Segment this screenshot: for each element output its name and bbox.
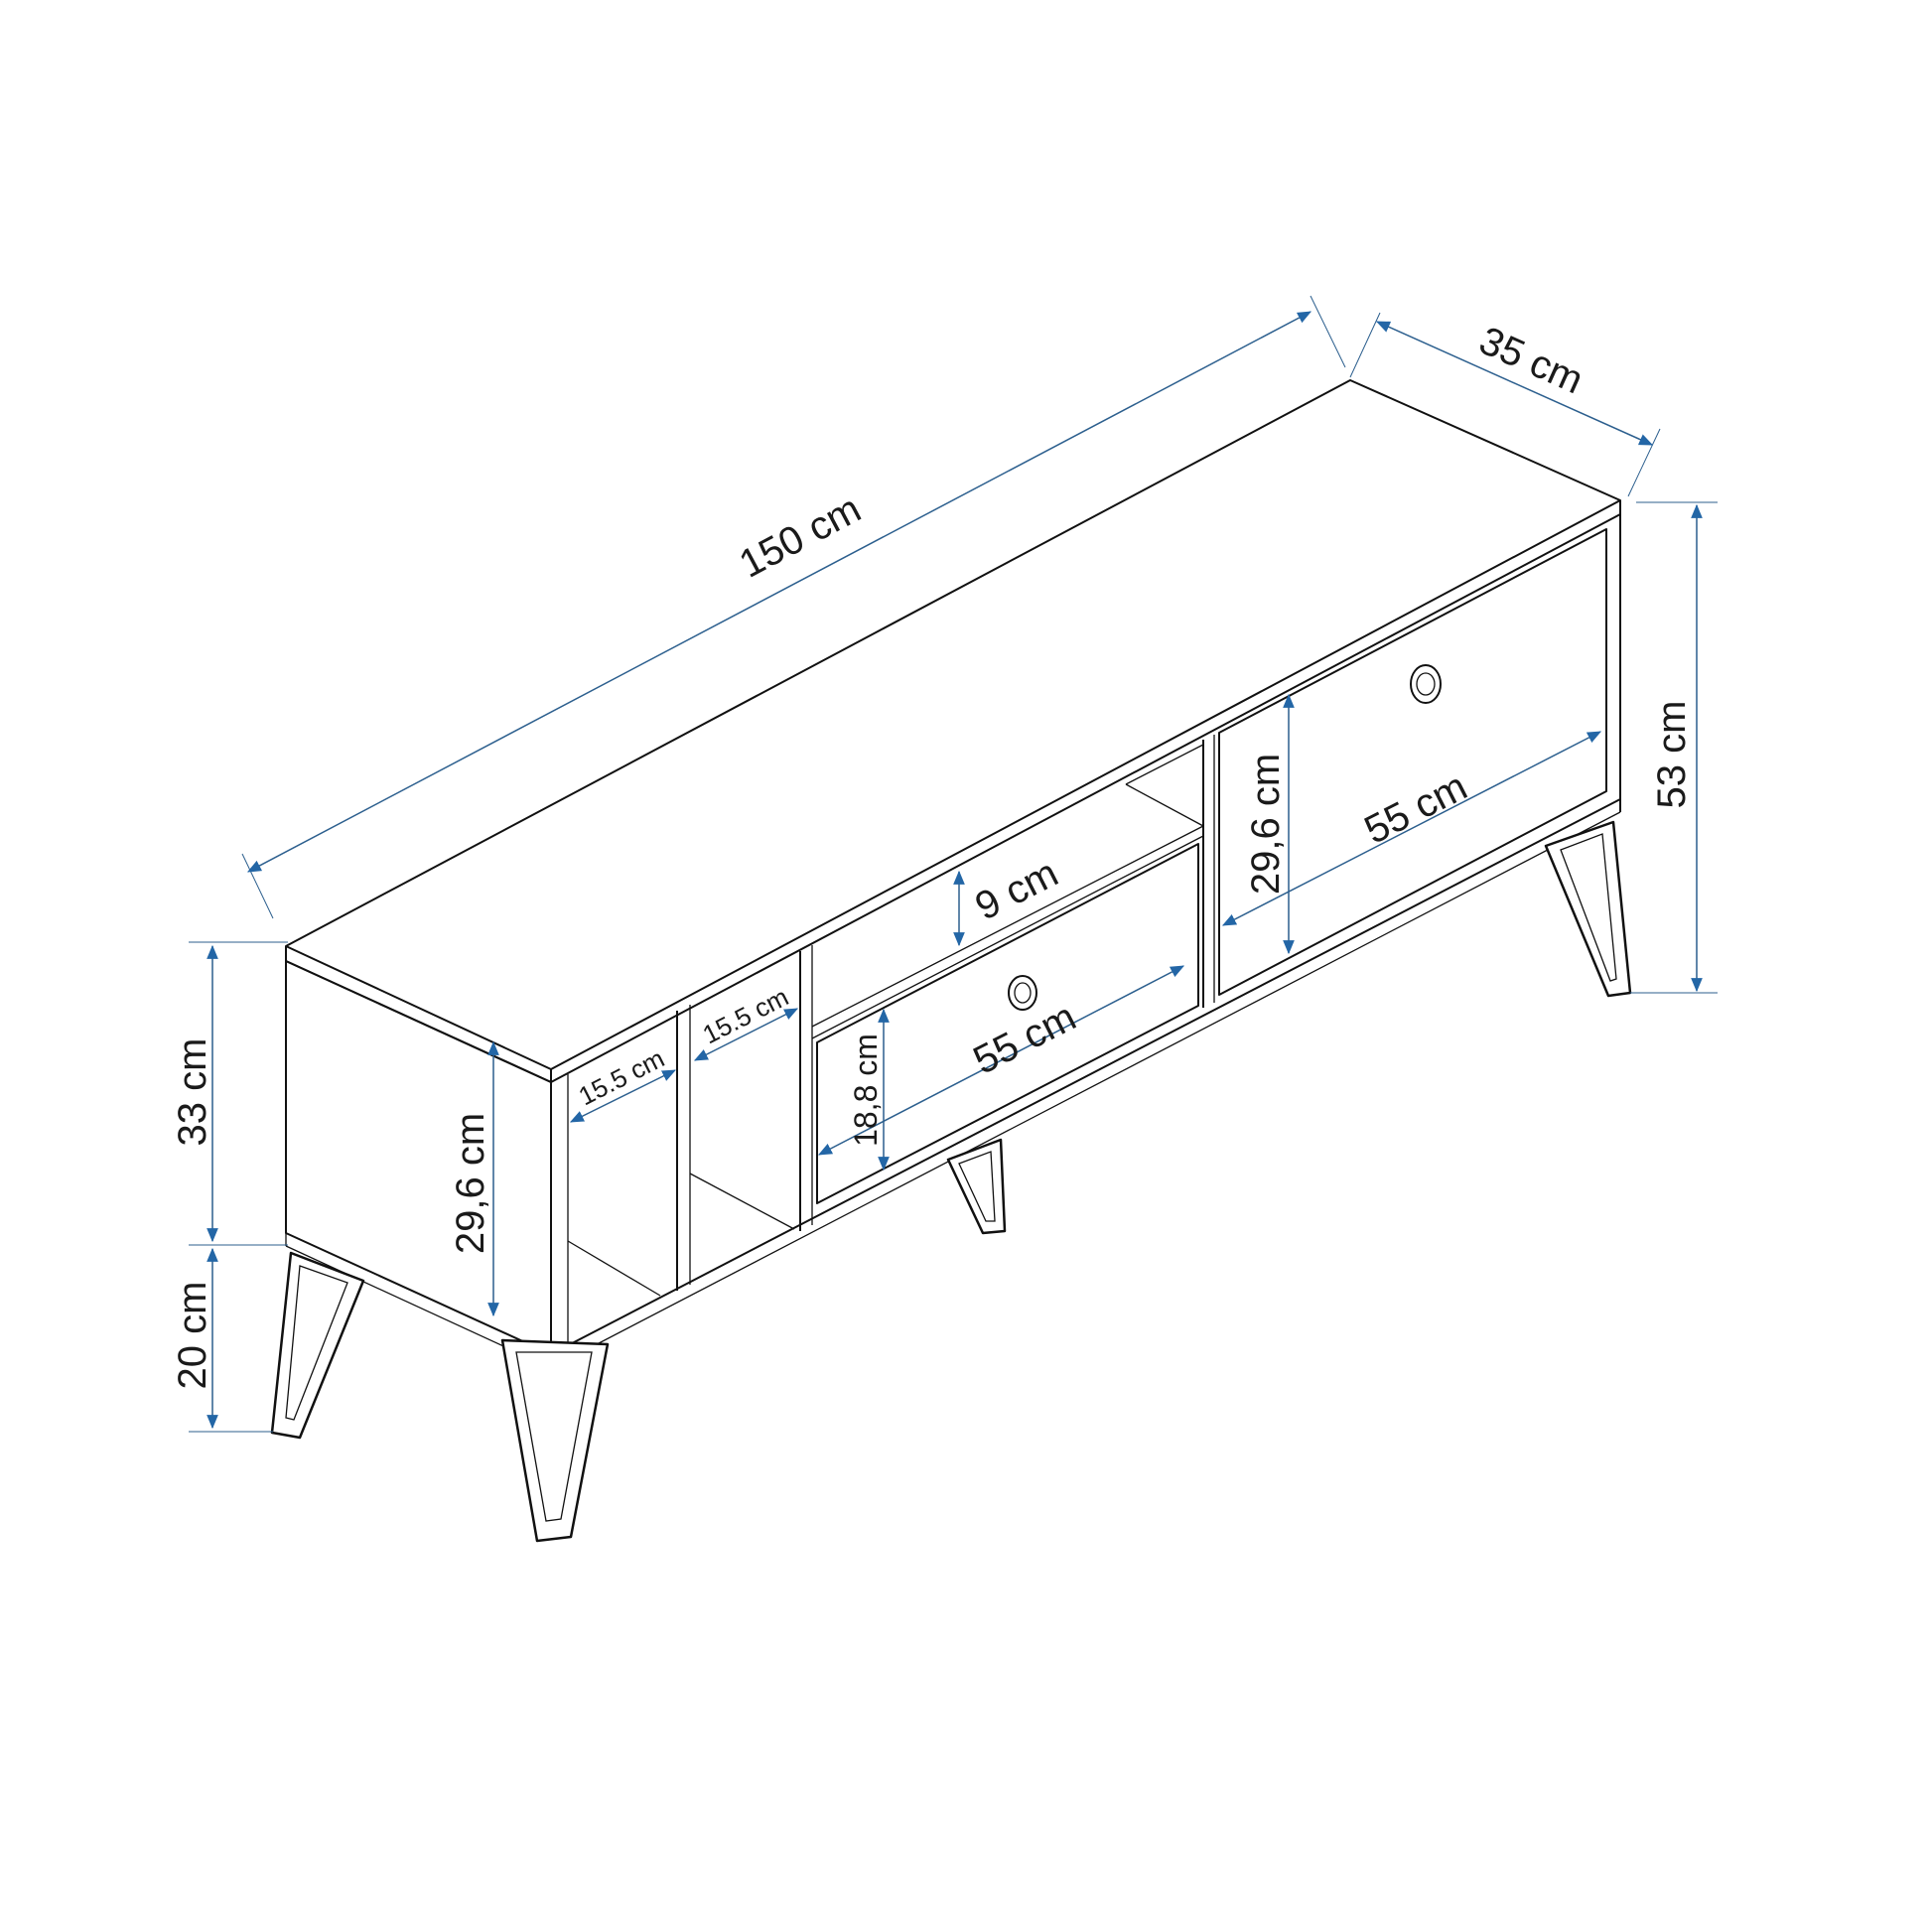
open-shelf-left [567, 1005, 691, 1297]
drawer-front [816, 843, 1199, 1204]
label-body-height: 33 cm [171, 1038, 214, 1147]
label-niche-height: 9 cm [968, 851, 1064, 929]
label-open-shelf-height: 29,6 cm [449, 1113, 492, 1254]
dimension-lines [207, 311, 1703, 1430]
label-door-width: 55 cm [1358, 764, 1474, 853]
dim-line-door-width [1221, 731, 1602, 926]
open-shelf-right [689, 945, 813, 1231]
label-width-total: 150 cm [733, 486, 868, 586]
dim-line-width [246, 311, 1312, 873]
leg-front-left [270, 1251, 365, 1440]
label-drawer-height: 18,8 cm [848, 1034, 884, 1147]
dim-line-depth [1375, 321, 1654, 446]
label-open-shelf-width-left: 15.5 cm [574, 1043, 669, 1112]
label-open-shelf-width-right: 15.5 cm [698, 982, 793, 1050]
dim-line-open-shelf-width-right [693, 1008, 799, 1061]
dim-line-drawer-width [817, 965, 1185, 1156]
label-drawer-width: 55 cm [967, 995, 1083, 1083]
label-leg-height: 20 cm [171, 1282, 214, 1390]
drawer-knob [1008, 975, 1037, 1011]
leg-back-right [1544, 820, 1632, 998]
label-height-total: 53 cm [1650, 701, 1694, 809]
door-front [1218, 528, 1607, 996]
dim-line-open-shelf-width-left [569, 1069, 677, 1123]
door-knob [1410, 664, 1442, 704]
extension-lines [189, 295, 1718, 1433]
leg-back-middle [946, 1138, 1007, 1235]
leg-front-middle [500, 1338, 610, 1543]
dimension-labels: 150 cm 35 cm 53 cm 33 cm 20 cm 29,6 cm 1… [171, 319, 1694, 1390]
label-door-height: 29,6 cm [1244, 754, 1288, 895]
door [1218, 528, 1607, 996]
